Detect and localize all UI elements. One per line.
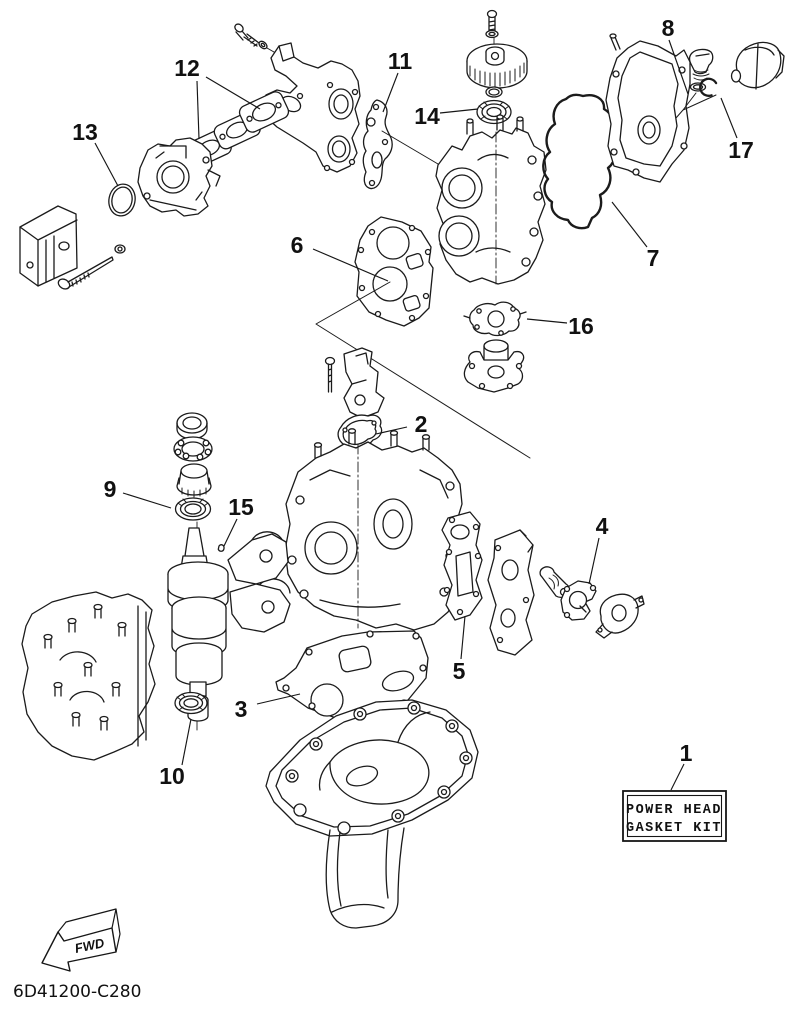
part-exhaust-guide [265,699,479,929]
kit-label-line2: GASKET KIT [626,821,722,836]
callout-12: 12 [174,55,261,140]
callout-2-number: 2 [415,411,428,437]
callout-14-number: 14 [414,103,440,129]
callout-6: 6 [291,232,389,282]
callout-12-leader [196,80,200,140]
part-drive-gear [466,9,528,98]
part-head-gasket-6 [315,216,531,459]
part-oil-seal-10 [174,691,208,715]
callout-3-leader [256,693,301,705]
callout-10-number: 10 [159,763,185,789]
callout-14: 14 [414,103,479,129]
kit-label-line1: POWER HEAD [626,803,722,818]
part-carburetor [137,137,221,217]
callout-12-leader [205,76,261,110]
callout-16: 16 [526,313,594,339]
part-key-15 [217,544,225,552]
part-bearing-stack [173,412,213,521]
callout-4-number: 4 [596,513,609,539]
part-thermostat-gasket-4 [560,580,597,621]
callout-3: 3 [235,693,301,722]
callout-9-number: 9 [104,476,117,502]
part-air-silencer [19,205,78,287]
drawing-code: 6D41200-C280 [13,982,141,1002]
callout-3-number: 3 [235,696,248,722]
part-o-ring-17 [699,77,718,97]
callout-1: 1 [670,740,693,791]
callout-4-leader [588,537,600,585]
callout-11-leader [382,72,399,113]
callout-1-number: 1 [680,740,693,766]
callout-5-number: 5 [453,658,466,684]
kit-label-box: POWER HEAD GASKET KIT [622,790,727,842]
callout-9-leader [122,492,172,509]
part-head-cover [605,33,717,183]
part-cylinder-block-top [435,114,547,285]
callout-6-number: 6 [291,232,304,258]
part-cover-gasket-7 [542,93,617,230]
callout-17: 17 [720,97,754,163]
part-intake-manifold [260,42,361,173]
part-gasket-11 [362,99,439,190]
callout-5: 5 [453,615,466,684]
callout-13: 13 [72,119,119,187]
part-base-gasket-3 [275,630,429,723]
callout-15-leader [223,518,238,547]
callout-7-number: 7 [647,245,660,271]
part-gasket-2 [337,414,383,449]
part-oil-pump [463,339,525,393]
part-oil-seal-14 [476,99,512,125]
part-exhaust-gasket-5 [441,511,483,621]
callout-13-number: 13 [72,119,98,145]
part-crankcase [21,591,156,761]
part-pump-bracket [324,347,385,419]
callout-6-leader [312,248,389,282]
callout-17-number: 17 [728,137,754,163]
part-pump-gasket-16 [463,301,527,337]
callout-17-leader [720,97,738,139]
callout-8-leader [668,39,689,95]
callout-14-leader [439,108,479,114]
part-thermostat-cover [595,593,645,639]
part-cylinder-block [284,428,463,631]
callout-16-number: 16 [568,313,594,339]
part-long-bolt [57,244,126,290]
part-exhaust-cover [487,529,535,656]
part-oil-plug-8 [688,48,714,92]
callout-8: 8 [662,15,689,95]
callout-15-number: 15 [228,494,254,520]
callout-9: 9 [104,476,172,509]
callout-11-number: 11 [388,48,413,74]
callout-2-leader [375,426,408,435]
part-o-ring-13 [108,183,136,217]
callout-8-number: 8 [662,15,675,41]
callout-4: 4 [588,513,609,585]
callout-7: 7 [611,201,660,271]
fwd-label: FWD [73,935,106,956]
part-thermostat-cap [730,41,785,90]
callout-16-leader [526,318,568,324]
callout-15: 15 [223,494,254,547]
callout-7-leader [611,201,648,248]
callout-11: 11 [382,48,413,113]
callout-10-leader [181,718,192,766]
callout-1-leader [670,763,685,791]
fwd-arrow: FWD [41,908,121,972]
callout-12-number: 12 [174,55,200,81]
callout-10: 10 [159,718,192,789]
callout-13-leader [94,142,119,187]
callout-2: 2 [375,411,428,437]
part-crankshaft [167,521,291,733]
callout-5-leader [460,615,466,660]
